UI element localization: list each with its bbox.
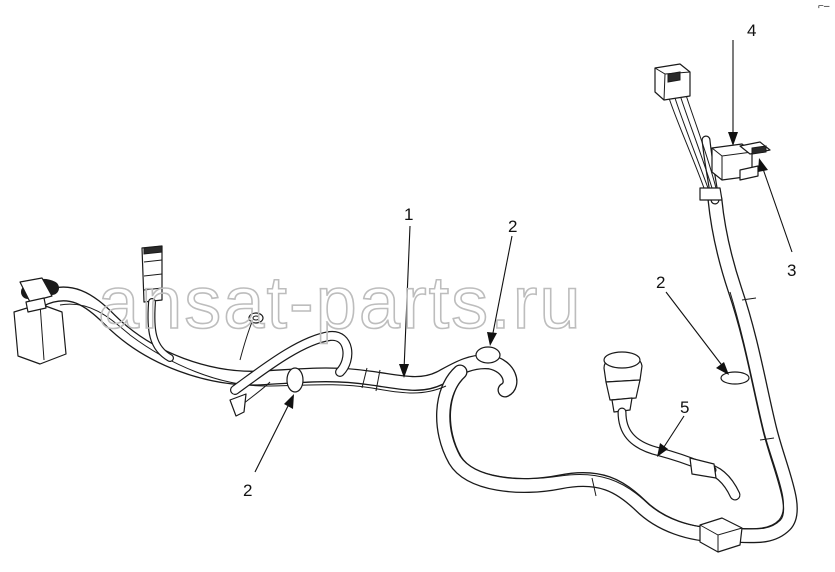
callout-4: 4 bbox=[747, 21, 756, 40]
top-connector bbox=[654, 63, 691, 101]
callout-3: 3 bbox=[787, 261, 796, 280]
callout-labels: 1 2 2 2 3 4 5 bbox=[243, 21, 796, 500]
harness-branch-loop bbox=[229, 331, 750, 417]
harness-clip-1 bbox=[286, 367, 304, 393]
harness-clip-3 bbox=[720, 371, 750, 385]
harness-clip-2 bbox=[475, 346, 501, 364]
relay-block bbox=[711, 141, 771, 181]
callout-2b: 2 bbox=[508, 217, 517, 236]
callout-2a: 2 bbox=[243, 481, 252, 500]
vertical-sensor-connector bbox=[141, 245, 174, 362]
left-connector bbox=[13, 277, 67, 365]
callout-5: 5 bbox=[680, 398, 689, 417]
watermark-text: ansat-parts.ru bbox=[98, 261, 583, 344]
callout-1: 1 bbox=[404, 205, 413, 224]
callout-2c: 2 bbox=[656, 273, 665, 292]
ring-terminal bbox=[239, 312, 264, 361]
callout-leaders bbox=[254, 40, 793, 473]
corner-mark: ⌐– bbox=[818, 1, 830, 12]
push-switch bbox=[603, 351, 717, 479]
